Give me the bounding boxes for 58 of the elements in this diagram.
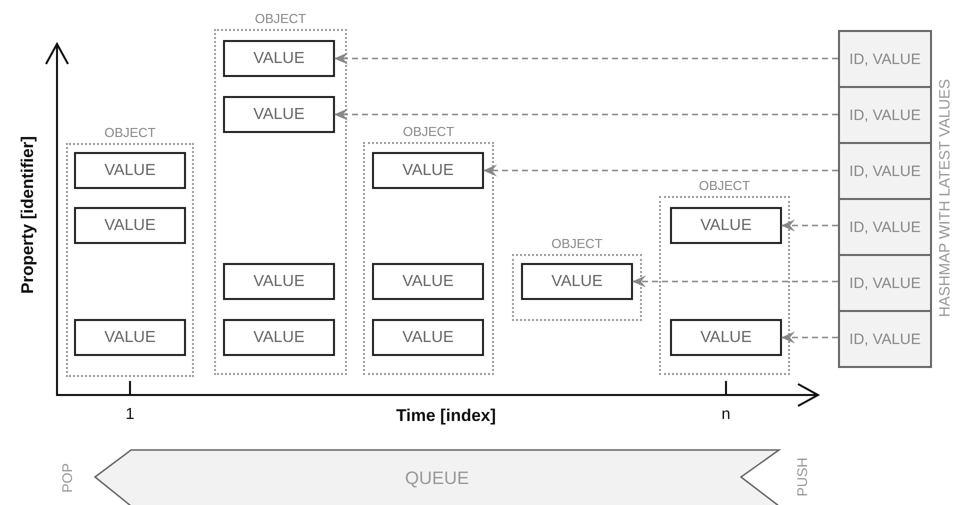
object-heading: OBJECT xyxy=(402,124,456,139)
cell-text: ID, VALUE xyxy=(849,106,921,124)
hashmap-cell xyxy=(838,198,932,256)
cell-text: ID, VALUE xyxy=(849,330,921,348)
hashmap-cell xyxy=(838,30,932,88)
cell-text: ID, VALUE xyxy=(849,50,921,68)
cell-text: ID, VALUE xyxy=(849,218,921,236)
hashmap-cell xyxy=(838,254,932,312)
value-box xyxy=(372,319,484,356)
value-box xyxy=(521,263,633,300)
dashed-arrow xyxy=(781,332,838,344)
value-text: VALUE xyxy=(253,272,305,290)
value-box xyxy=(670,207,782,244)
dashed-arrow xyxy=(632,276,838,288)
tick-label: 1 xyxy=(126,406,134,424)
object-heading: OBJECT xyxy=(698,178,752,193)
value-text: VALUE xyxy=(104,162,156,180)
value-box xyxy=(74,319,186,356)
queue-arrow xyxy=(95,450,779,505)
axis-title: Time [index] xyxy=(396,406,496,426)
value-text: VALUE xyxy=(551,272,603,290)
axis-title: Property [identifier] xyxy=(18,136,38,294)
value-box xyxy=(74,207,186,244)
value-text: VALUE xyxy=(402,162,454,180)
value-box xyxy=(223,319,335,356)
value-box xyxy=(74,152,186,189)
dashed-arrow xyxy=(334,52,838,64)
dashed-arrow xyxy=(483,164,838,176)
push-label: PUSH xyxy=(794,458,810,496)
value-text: VALUE xyxy=(700,216,752,234)
value-text: VALUE xyxy=(700,328,752,346)
value-box xyxy=(372,152,484,189)
hashmap-cell xyxy=(838,142,932,200)
hashmap-cell xyxy=(838,86,932,144)
dashed-arrow xyxy=(334,108,838,120)
value-box xyxy=(223,40,335,77)
value-box xyxy=(372,263,484,300)
hashmap-title: HASHMAP WITH LATEST VALUES xyxy=(936,78,954,318)
dashed-arrow xyxy=(781,220,838,232)
tick-label: n xyxy=(722,406,730,424)
value-text: VALUE xyxy=(402,328,454,346)
value-box xyxy=(223,263,335,300)
hashmap-cell xyxy=(838,310,932,368)
cell-text: ID, VALUE xyxy=(849,162,921,180)
value-text: VALUE xyxy=(253,328,305,346)
object-heading: OBJECT xyxy=(254,11,308,26)
cell-text: ID, VALUE xyxy=(849,274,921,292)
value-text: VALUE xyxy=(253,50,305,68)
value-text: VALUE xyxy=(253,106,305,124)
queue-label: QUEUE xyxy=(404,468,469,488)
pop-label: POP xyxy=(59,463,75,493)
value-box xyxy=(223,96,335,133)
object-heading: OBJECT xyxy=(550,236,604,251)
value-text: VALUE xyxy=(104,216,156,234)
value-text: VALUE xyxy=(104,328,156,346)
value-text: VALUE xyxy=(402,272,454,290)
object-heading: OBJECT xyxy=(103,125,157,140)
value-box xyxy=(670,319,782,356)
